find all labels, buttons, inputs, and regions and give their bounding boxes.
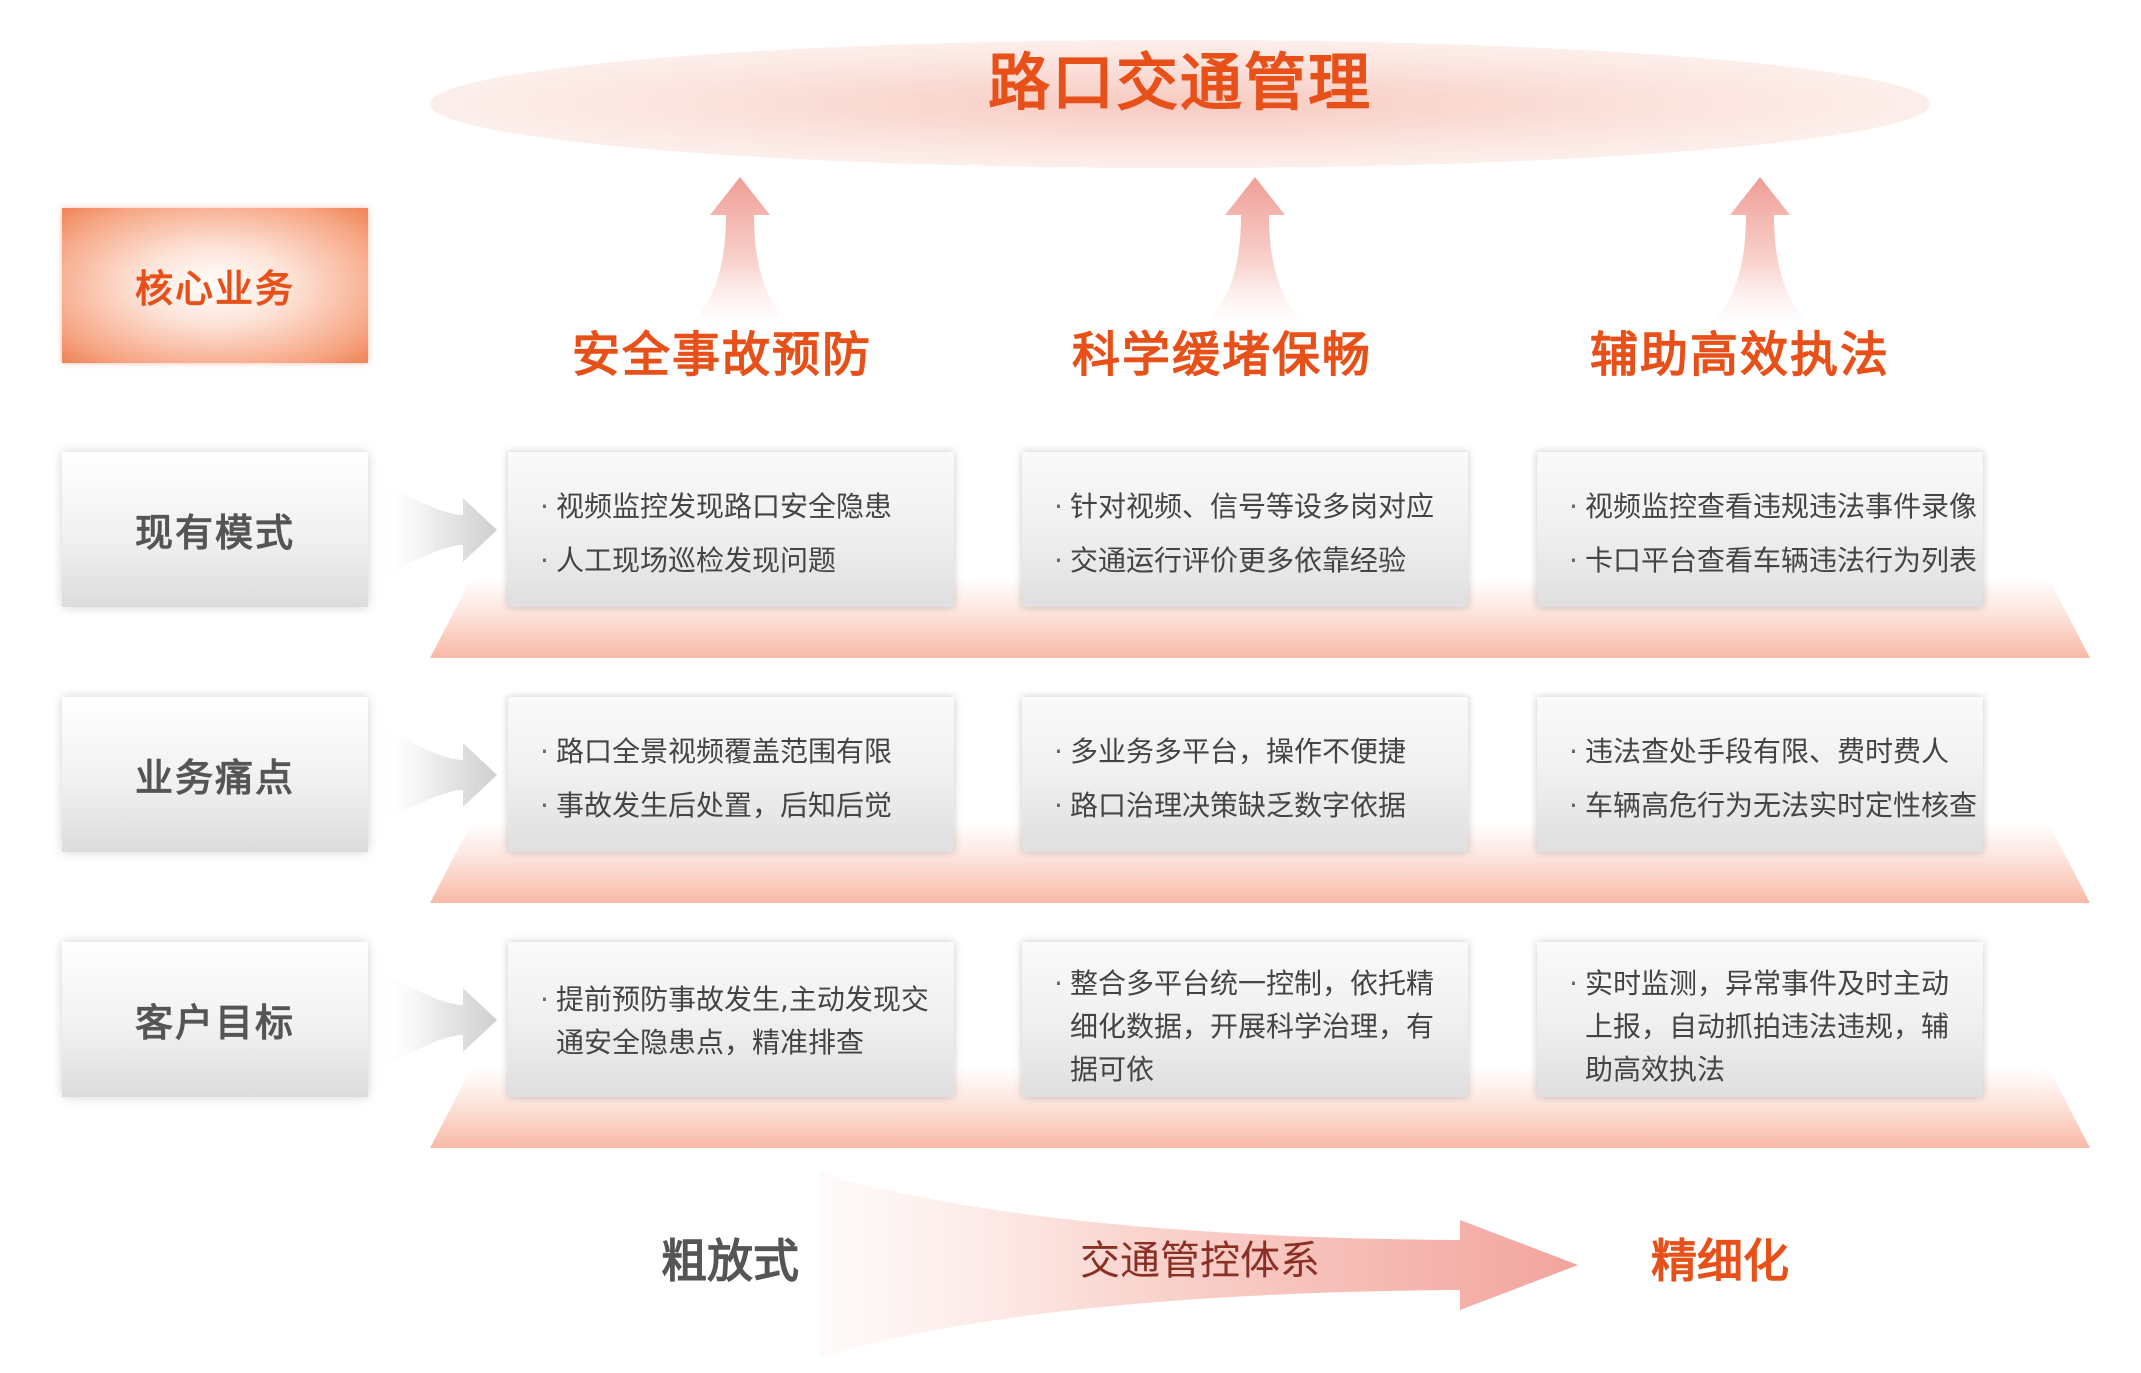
bottom-label-system: 交通管控体系 <box>1080 1238 1320 1284</box>
up-arrow-icon <box>1187 177 1323 338</box>
row-label-pain: 业务痛点 <box>62 697 368 852</box>
up-arrow-icon <box>1692 177 1828 338</box>
card-line: 视频监控查看违规违法事件录像 <box>1569 480 1977 534</box>
card-line: 违法查处手段有限、费时费人 <box>1569 725 1963 779</box>
card-line: 针对视频、信号等设多岗对应 <box>1054 480 1448 534</box>
column-header-enforcement: 辅助高效执法 <box>1589 327 1890 383</box>
row-label-current: 现有模式 <box>62 452 368 607</box>
bottom-label-extensive: 粗放式 <box>661 1234 799 1288</box>
column-header-safety: 安全事故预防 <box>571 327 872 383</box>
right-arrow-icon <box>377 725 497 825</box>
bottom-label-refined: 精细化 <box>1651 1234 1789 1288</box>
card-line: 人工现场巡检发现问题 <box>540 534 934 588</box>
card-pain-enforcement: 违法查处手段有限、费时费人 车辆高危行为无法实时定性核查 <box>1537 697 1983 852</box>
card-line: 视频监控发现路口安全隐患 <box>540 480 934 534</box>
column-header-traffic: 科学缓堵保畅 <box>1071 327 1372 383</box>
card-line: 多业务多平台，操作不便捷 <box>1054 725 1448 779</box>
card-current-safety: 视频监控发现路口安全隐患 人工现场巡检发现问题 <box>508 452 954 607</box>
card-pain-traffic: 多业务多平台，操作不便捷 路口治理决策缺乏数字依据 <box>1022 697 1468 852</box>
card-paragraph: 提前预防事故发生,主动发现交通安全隐患点，精准排查 <box>540 978 934 1064</box>
card-line: 交通运行评价更多依靠经验 <box>1054 534 1448 588</box>
card-paragraph: 整合多平台统一控制，依托精细化数据，开展科学治理，有据可依 <box>1054 962 1448 1091</box>
card-goal-enforcement: 实时监测，异常事件及时主动上报，自动抓拍违法违规，辅助高效执法 <box>1537 942 1983 1097</box>
page-title: 路口交通管理 <box>987 46 1372 119</box>
right-arrow-icon <box>377 970 497 1070</box>
title-ellipse <box>430 40 1930 168</box>
card-line: 事故发生后处置，后知后觉 <box>540 779 934 833</box>
card-line: 车辆高危行为无法实时定性核查 <box>1569 779 1977 833</box>
row-label-core: 核心业务 <box>62 208 368 363</box>
card-line: 路口治理决策缺乏数字依据 <box>1054 779 1448 833</box>
row-label-goal: 客户目标 <box>62 942 368 1097</box>
card-line: 卡口平台查看车辆违法行为列表 <box>1569 534 1977 588</box>
card-paragraph: 实时监测，异常事件及时主动上报，自动抓拍违法违规，辅助高效执法 <box>1569 962 1963 1091</box>
card-current-enforcement: 视频监控查看违规违法事件录像 卡口平台查看车辆违法行为列表 <box>1537 452 1983 607</box>
bottom-arrow-icon <box>820 1172 1578 1358</box>
card-pain-safety: 路口全景视频覆盖范围有限 事故发生后处置，后知后觉 <box>508 697 954 852</box>
card-line: 路口全景视频覆盖范围有限 <box>540 725 934 779</box>
card-goal-traffic: 整合多平台统一控制，依托精细化数据，开展科学治理，有据可依 <box>1022 942 1468 1097</box>
up-arrow-icon <box>672 177 808 338</box>
card-current-traffic: 针对视频、信号等设多岗对应 交通运行评价更多依靠经验 <box>1022 452 1468 607</box>
right-arrow-icon <box>377 480 497 580</box>
card-goal-safety: 提前预防事故发生,主动发现交通安全隐患点，精准排查 <box>508 942 954 1097</box>
